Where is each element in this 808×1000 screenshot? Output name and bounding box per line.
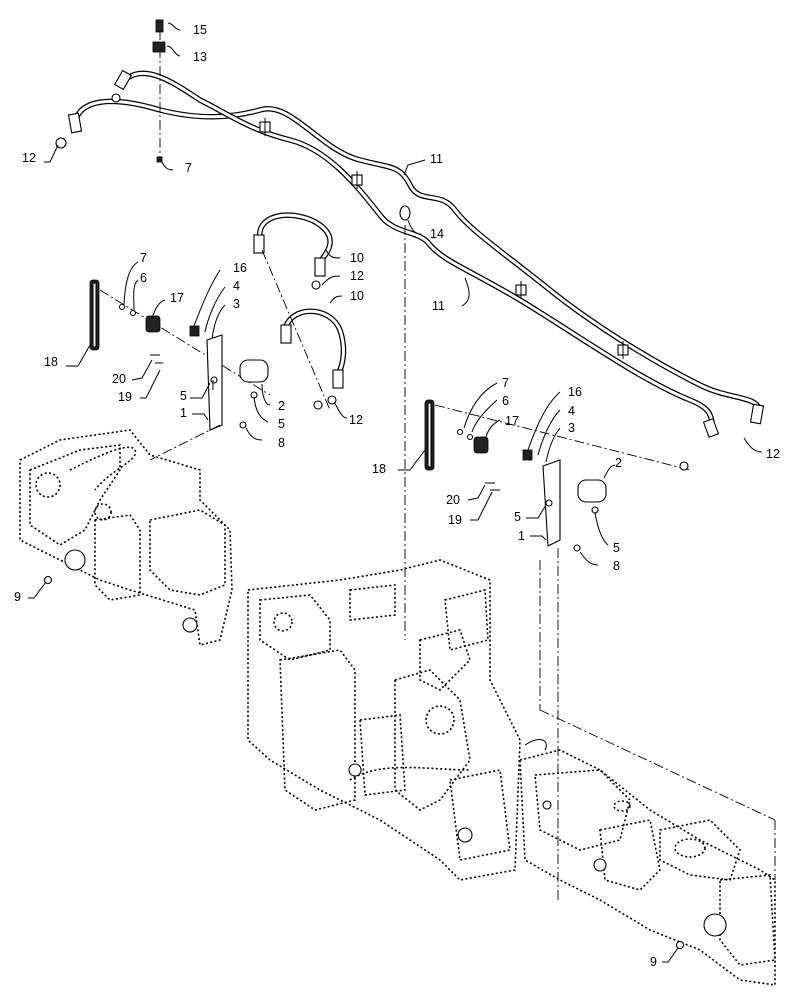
callout-20: 20	[112, 372, 126, 386]
callout-19: 19	[448, 513, 462, 527]
tube-clamp	[617, 341, 629, 359]
callout-9: 9	[14, 590, 21, 604]
washer-14	[399, 205, 411, 221]
callout-20: 20	[446, 493, 460, 507]
callout-6: 6	[140, 271, 147, 285]
callout-12: 12	[350, 269, 364, 283]
callout-2: 2	[278, 399, 285, 413]
tube-clamp	[515, 281, 527, 299]
sensor-17-right	[473, 436, 489, 454]
callout-12: 12	[22, 151, 36, 165]
callout-11: 11	[432, 299, 445, 313]
callout-1: 1	[518, 529, 525, 543]
sensor-bracket-group-right	[404, 225, 691, 900]
callout-17: 17	[505, 414, 519, 428]
callout-3: 3	[568, 421, 575, 435]
callout-3: 3	[233, 297, 240, 311]
frame-section-left	[19, 429, 233, 646]
callout-4: 4	[233, 279, 240, 293]
callout-10: 10	[350, 251, 364, 265]
callout-19: 19	[118, 390, 132, 404]
callout-labels: 15 13 12 7 11 14 10 12 10 11 7 6 17	[14, 22, 780, 969]
callout-14: 14	[430, 227, 444, 241]
callout-8: 8	[613, 559, 620, 573]
top-bolt-bracket	[55, 19, 166, 163]
callout-8: 8	[278, 436, 285, 450]
sensor-17-left	[145, 315, 161, 333]
callout-16: 16	[568, 385, 582, 399]
callout-1: 1	[180, 406, 187, 420]
hose-assembly-lower	[280, 308, 347, 410]
frame-section-center	[247, 559, 521, 881]
callout-12: 12	[766, 447, 780, 461]
callout-4: 4	[568, 404, 575, 418]
callout-10: 10	[350, 289, 364, 303]
frame-section-right	[519, 739, 776, 986]
sensor-bracket-group-left	[89, 279, 271, 461]
callout-11: 11	[430, 152, 443, 166]
callout-7: 7	[502, 376, 509, 390]
callout-17: 17	[170, 291, 184, 305]
hose-assembly-upper	[253, 212, 333, 290]
callout-18: 18	[372, 462, 386, 476]
callout-5: 5	[514, 510, 521, 524]
callout-5: 5	[180, 389, 187, 403]
callout-15: 15	[193, 23, 207, 37]
tube-clamp	[351, 171, 363, 189]
hydraulic-tube-assembly	[67, 69, 765, 438]
callout-16: 16	[233, 261, 247, 275]
callout-9: 9	[650, 955, 657, 969]
tube-clamp	[259, 118, 271, 136]
callout-2: 2	[615, 456, 622, 470]
callout-5: 5	[613, 541, 620, 555]
callout-13: 13	[193, 50, 207, 64]
callout-18: 18	[44, 355, 58, 369]
cylinder-2-left	[239, 359, 269, 383]
callout-6: 6	[502, 394, 509, 408]
callout-7: 7	[140, 251, 147, 265]
callout-7: 7	[185, 161, 192, 175]
cylinder-2-right	[577, 479, 607, 503]
callout-5: 5	[278, 417, 285, 431]
callout-12: 12	[349, 413, 363, 427]
